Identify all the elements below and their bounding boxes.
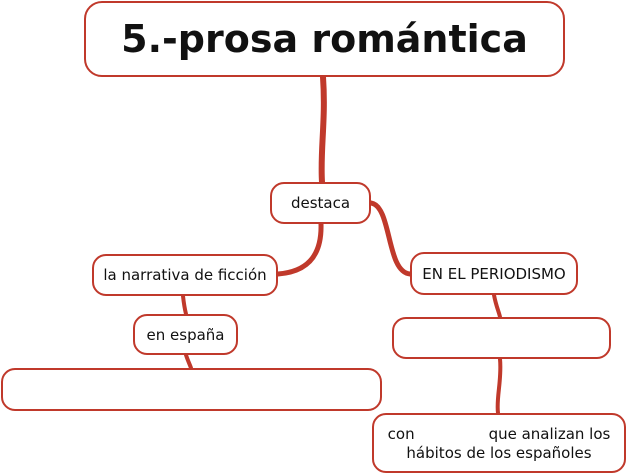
connector-espana-blank-left	[184, 353, 193, 370]
connector-narrativa-espana	[181, 294, 188, 316]
espana-node[interactable]: en españa	[133, 314, 238, 355]
con-line-1-start: con	[387, 425, 415, 443]
connector-blank-right-con	[495, 357, 503, 415]
destaca-label: destaca	[290, 194, 351, 212]
connector-destaca-narrativa	[275, 221, 324, 277]
central-topic-node[interactable]: 5.-prosa romántica	[84, 1, 565, 77]
connector-title-destaca	[318, 74, 327, 185]
empty-node-right[interactable]	[392, 317, 611, 359]
central-topic-label: 5.-prosa romántica	[121, 17, 528, 61]
con-line-1-end: que analizan los	[488, 425, 611, 443]
connector-destaca-periodismo	[368, 200, 413, 277]
empty-node-left[interactable]	[1, 368, 382, 411]
con-line-2: hábitos de los españoles	[406, 444, 592, 462]
espana-label: en españa	[146, 325, 225, 344]
con-line-1: con que analizan los	[388, 425, 611, 444]
narrativa-label: la narrativa de ficción	[103, 266, 267, 284]
periodismo-node[interactable]: EN EL PERIODISMO	[410, 252, 578, 295]
periodismo-label: EN EL PERIODISMO	[422, 264, 566, 283]
con-node[interactable]: con que analizan los hábitos de los españ…	[372, 413, 626, 473]
narrativa-node[interactable]: la narrativa de ficción	[92, 254, 278, 296]
destaca-node[interactable]: destaca	[270, 182, 371, 224]
connector-periodismo-blank-right	[492, 293, 502, 319]
